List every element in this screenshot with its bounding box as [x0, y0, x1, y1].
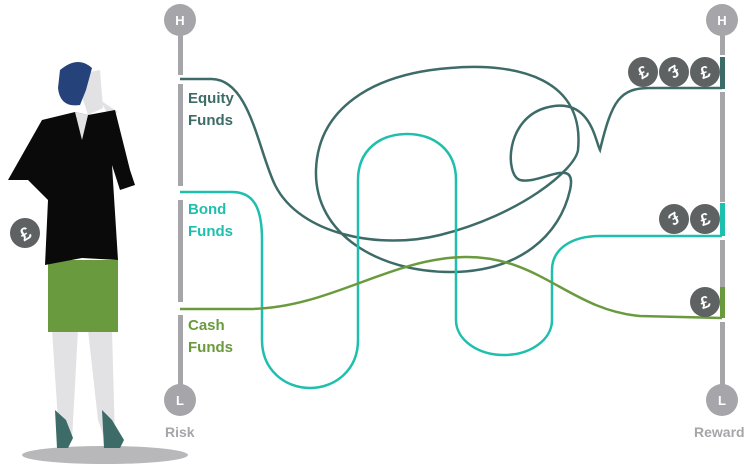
cash-funds-path	[180, 255, 723, 320]
cash-label-line2: Funds	[188, 339, 233, 356]
risk-low-marker: L	[176, 393, 184, 408]
cash-reward-coins: £	[690, 287, 720, 317]
equity-funds-path	[180, 65, 722, 274]
reward-axis-label: Reward	[694, 424, 745, 440]
bond-funds-label: Bond Funds	[188, 199, 233, 243]
reward-axis: H L	[706, 4, 738, 416]
equity-label-line1: Equity	[188, 90, 234, 107]
cash-label-line1: Cash	[188, 317, 225, 334]
equity-funds-label: Equity Funds	[188, 88, 234, 132]
coin-icon: £	[10, 218, 40, 248]
reward-high-marker: H	[717, 13, 726, 28]
bond-label-line1: Bond	[188, 201, 227, 218]
risk-high-marker: H	[175, 13, 184, 28]
cash-funds-label: Cash Funds	[188, 315, 233, 359]
reward-low-marker: L	[718, 393, 726, 408]
bond-reward-coins: £ £	[659, 204, 720, 234]
bond-funds-path	[180, 132, 722, 390]
equity-label-line2: Funds	[188, 112, 233, 129]
woman-illustration	[8, 61, 188, 464]
risk-axis-label: Risk	[165, 424, 195, 440]
risk-axis: H L	[164, 4, 196, 416]
equity-reward-coins: £ £ £	[628, 57, 720, 87]
bond-label-line2: Funds	[188, 223, 233, 240]
